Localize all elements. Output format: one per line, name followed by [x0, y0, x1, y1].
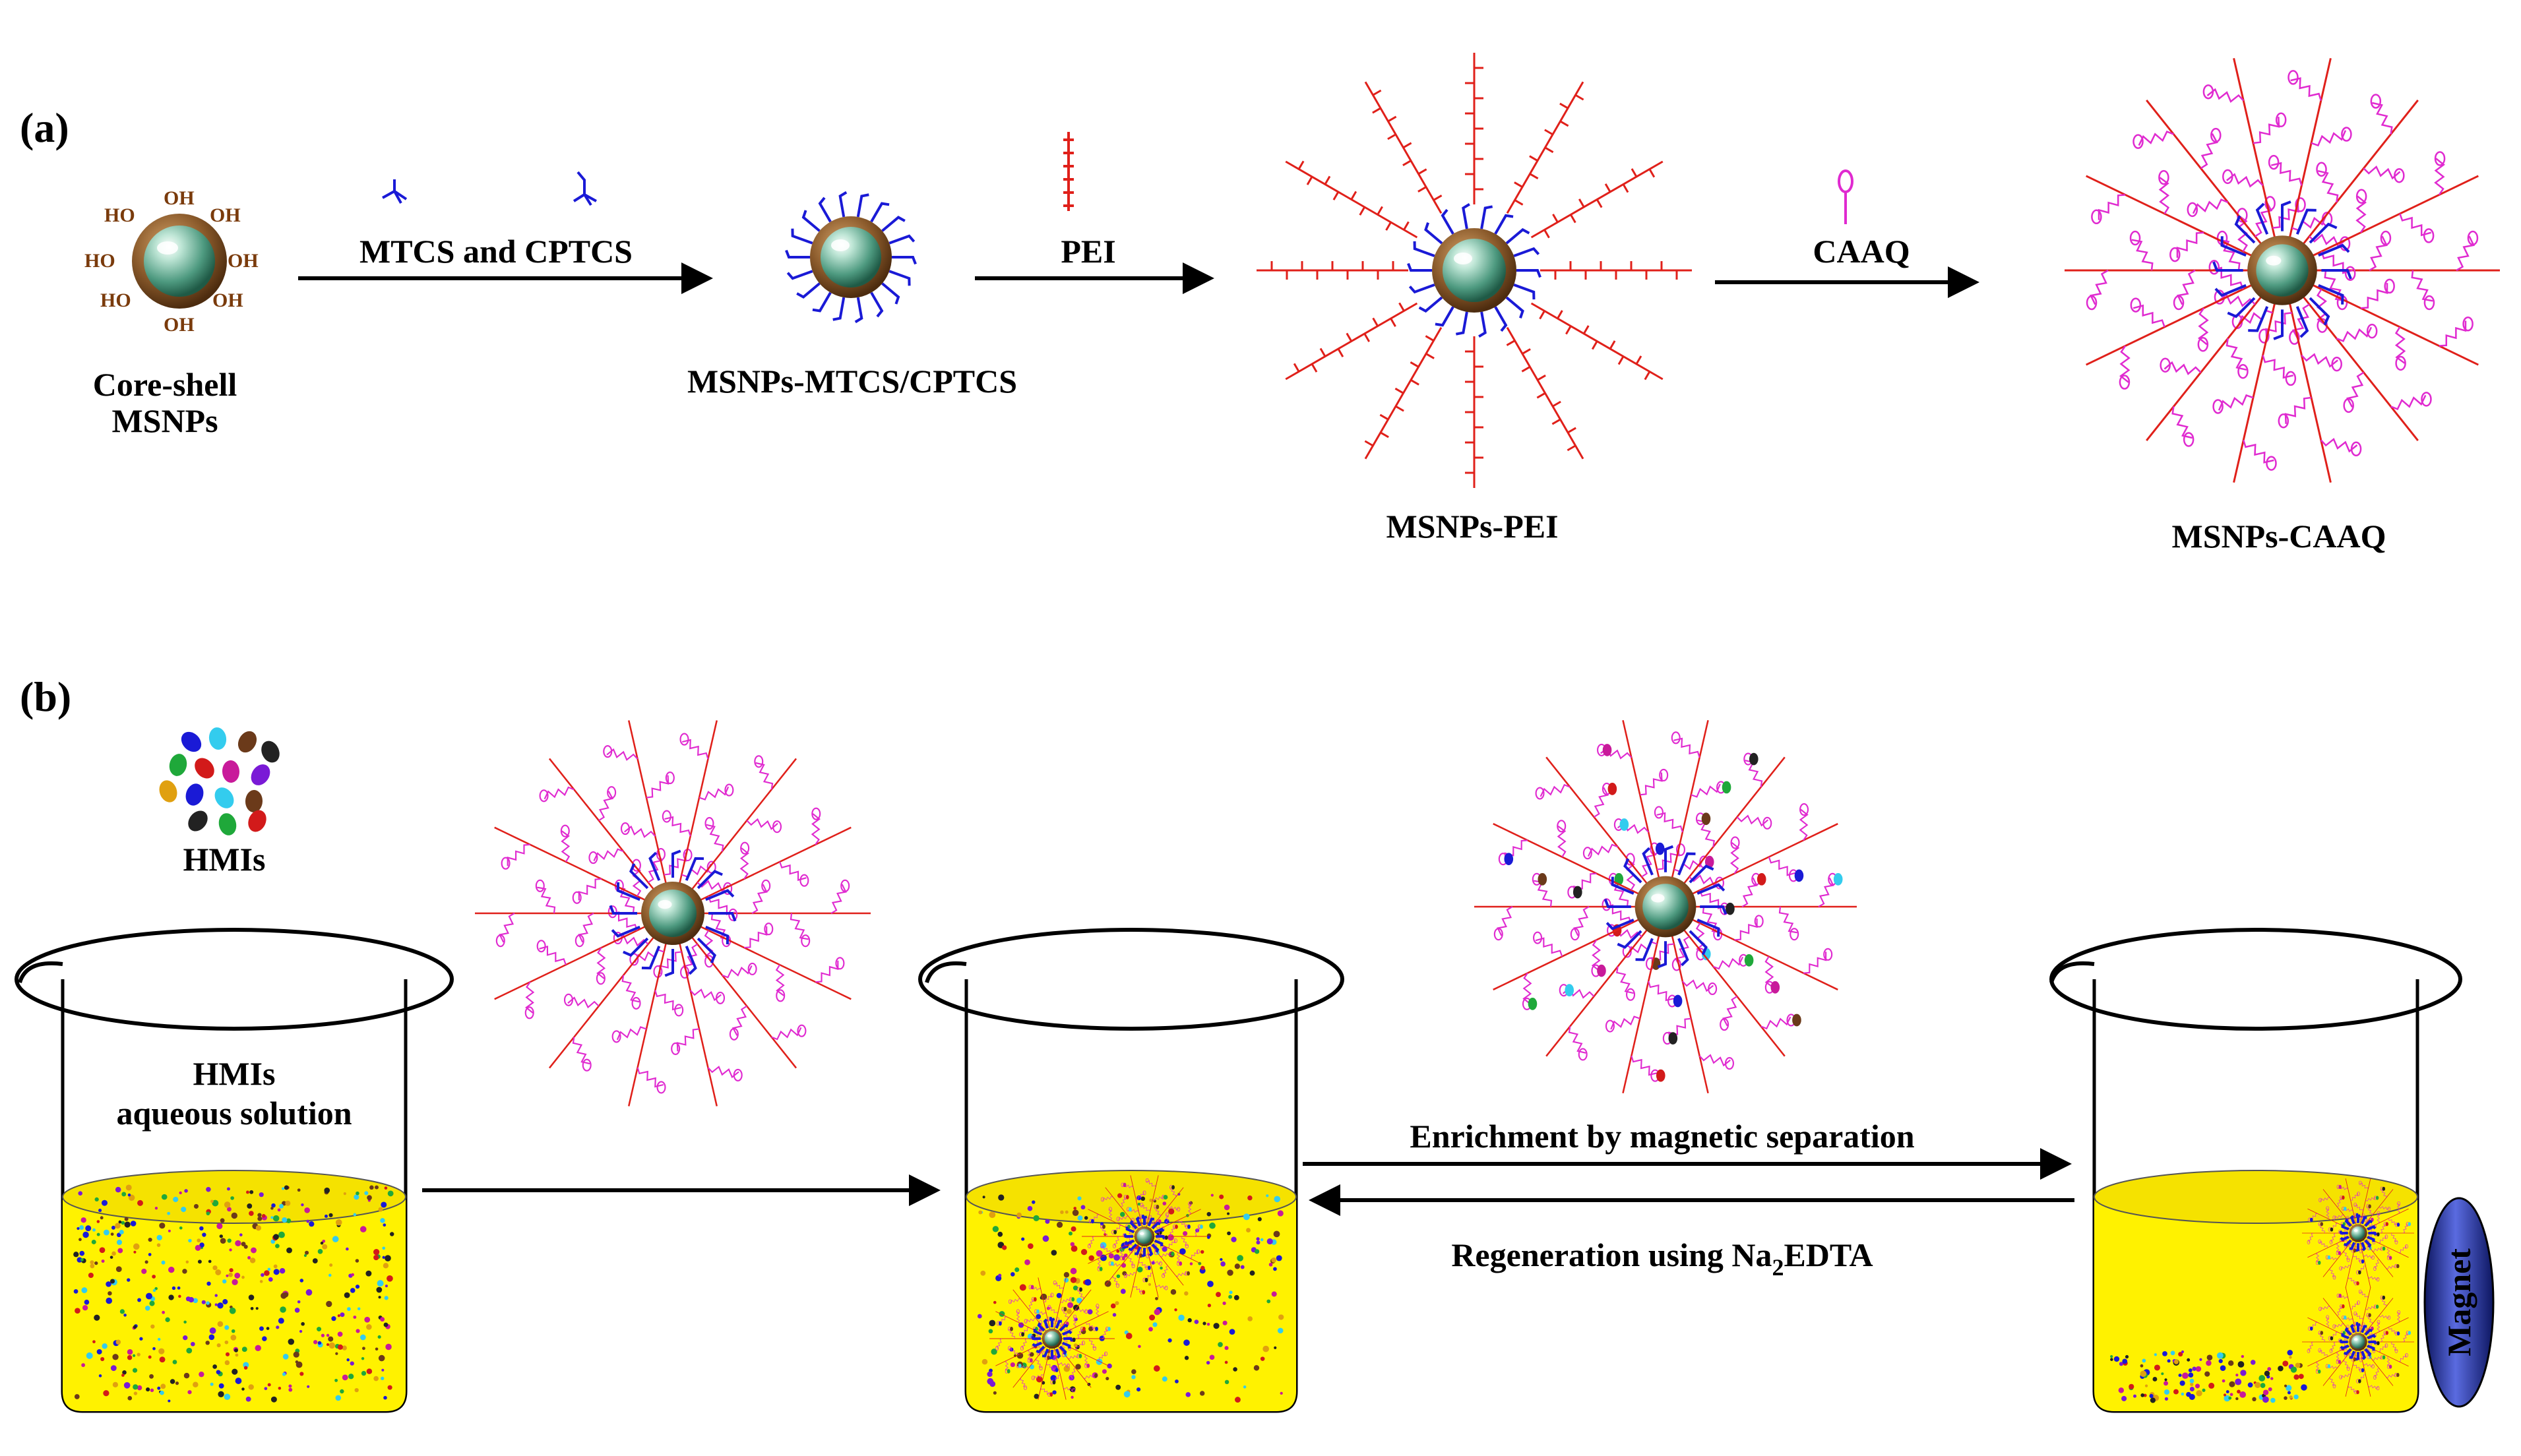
- msnps-label: MSNPs: [111, 402, 218, 439]
- product3-label: MSNPs-CAAQ: [2172, 518, 2386, 555]
- svg-text:OH: OH: [228, 250, 259, 272]
- panel-b-label: (b): [20, 673, 71, 720]
- svg-text:HO: HO: [100, 289, 131, 311]
- cptcs-molecule-icon: [573, 171, 597, 206]
- magnet: Magnet: [2423, 1197, 2495, 1408]
- pei-molecule-icon: [1063, 132, 1074, 211]
- beaker-2: [918, 928, 1344, 1413]
- loaded-adsorbent-particle: [1474, 719, 1857, 1094]
- beaker-3: [2049, 928, 2462, 1413]
- svg-text:OH: OH: [210, 204, 241, 226]
- msnp-pei-particle: [1257, 53, 1692, 488]
- svg-text:OH: OH: [164, 314, 195, 336]
- msnp-caaq-particle: [2065, 57, 2500, 483]
- panel-a-label: (a): [20, 104, 69, 151]
- solution-label-line2: aqueous solution: [116, 1095, 352, 1132]
- step2-reagent: PEI: [1061, 233, 1115, 270]
- forward-process-label: Enrichment by magnetic separation: [1410, 1118, 1914, 1155]
- svg-text:HO: HO: [84, 250, 115, 272]
- beaker-1: [15, 928, 454, 1413]
- hmis-label: HMIs: [183, 841, 266, 878]
- mtcs-molecule-icon: [382, 179, 408, 204]
- magnet-label: Magnet: [2441, 1248, 2477, 1356]
- core-shell-msnp: [132, 214, 227, 309]
- solution-label-line1: HMIs: [193, 1055, 276, 1092]
- msnp-mtcs-particle: [785, 191, 917, 324]
- hydroxyl-groups: OH OH HO OH HO OH HO OH: [84, 187, 259, 336]
- svg-text:OH: OH: [164, 187, 195, 209]
- svg-text:OH: OH: [212, 289, 243, 311]
- adsorbent-particle: [475, 720, 871, 1107]
- product2-label: MSNPs-PEI: [1386, 508, 1558, 545]
- core-shell-label: Core-shell: [93, 366, 237, 403]
- svg-text:HO: HO: [104, 204, 135, 226]
- hmi-ions-cluster: [159, 727, 280, 835]
- reverse-process-label: Regeneration using Na2EDTA: [1451, 1236, 1873, 1281]
- product1-label: MSNPs-MTCS/CPTCS: [687, 363, 1017, 400]
- step1-reagent: MTCS and CPTCS: [359, 233, 633, 270]
- step3-reagent: CAAQ: [1813, 233, 1910, 270]
- caaq-molecule-icon: [1838, 169, 1853, 224]
